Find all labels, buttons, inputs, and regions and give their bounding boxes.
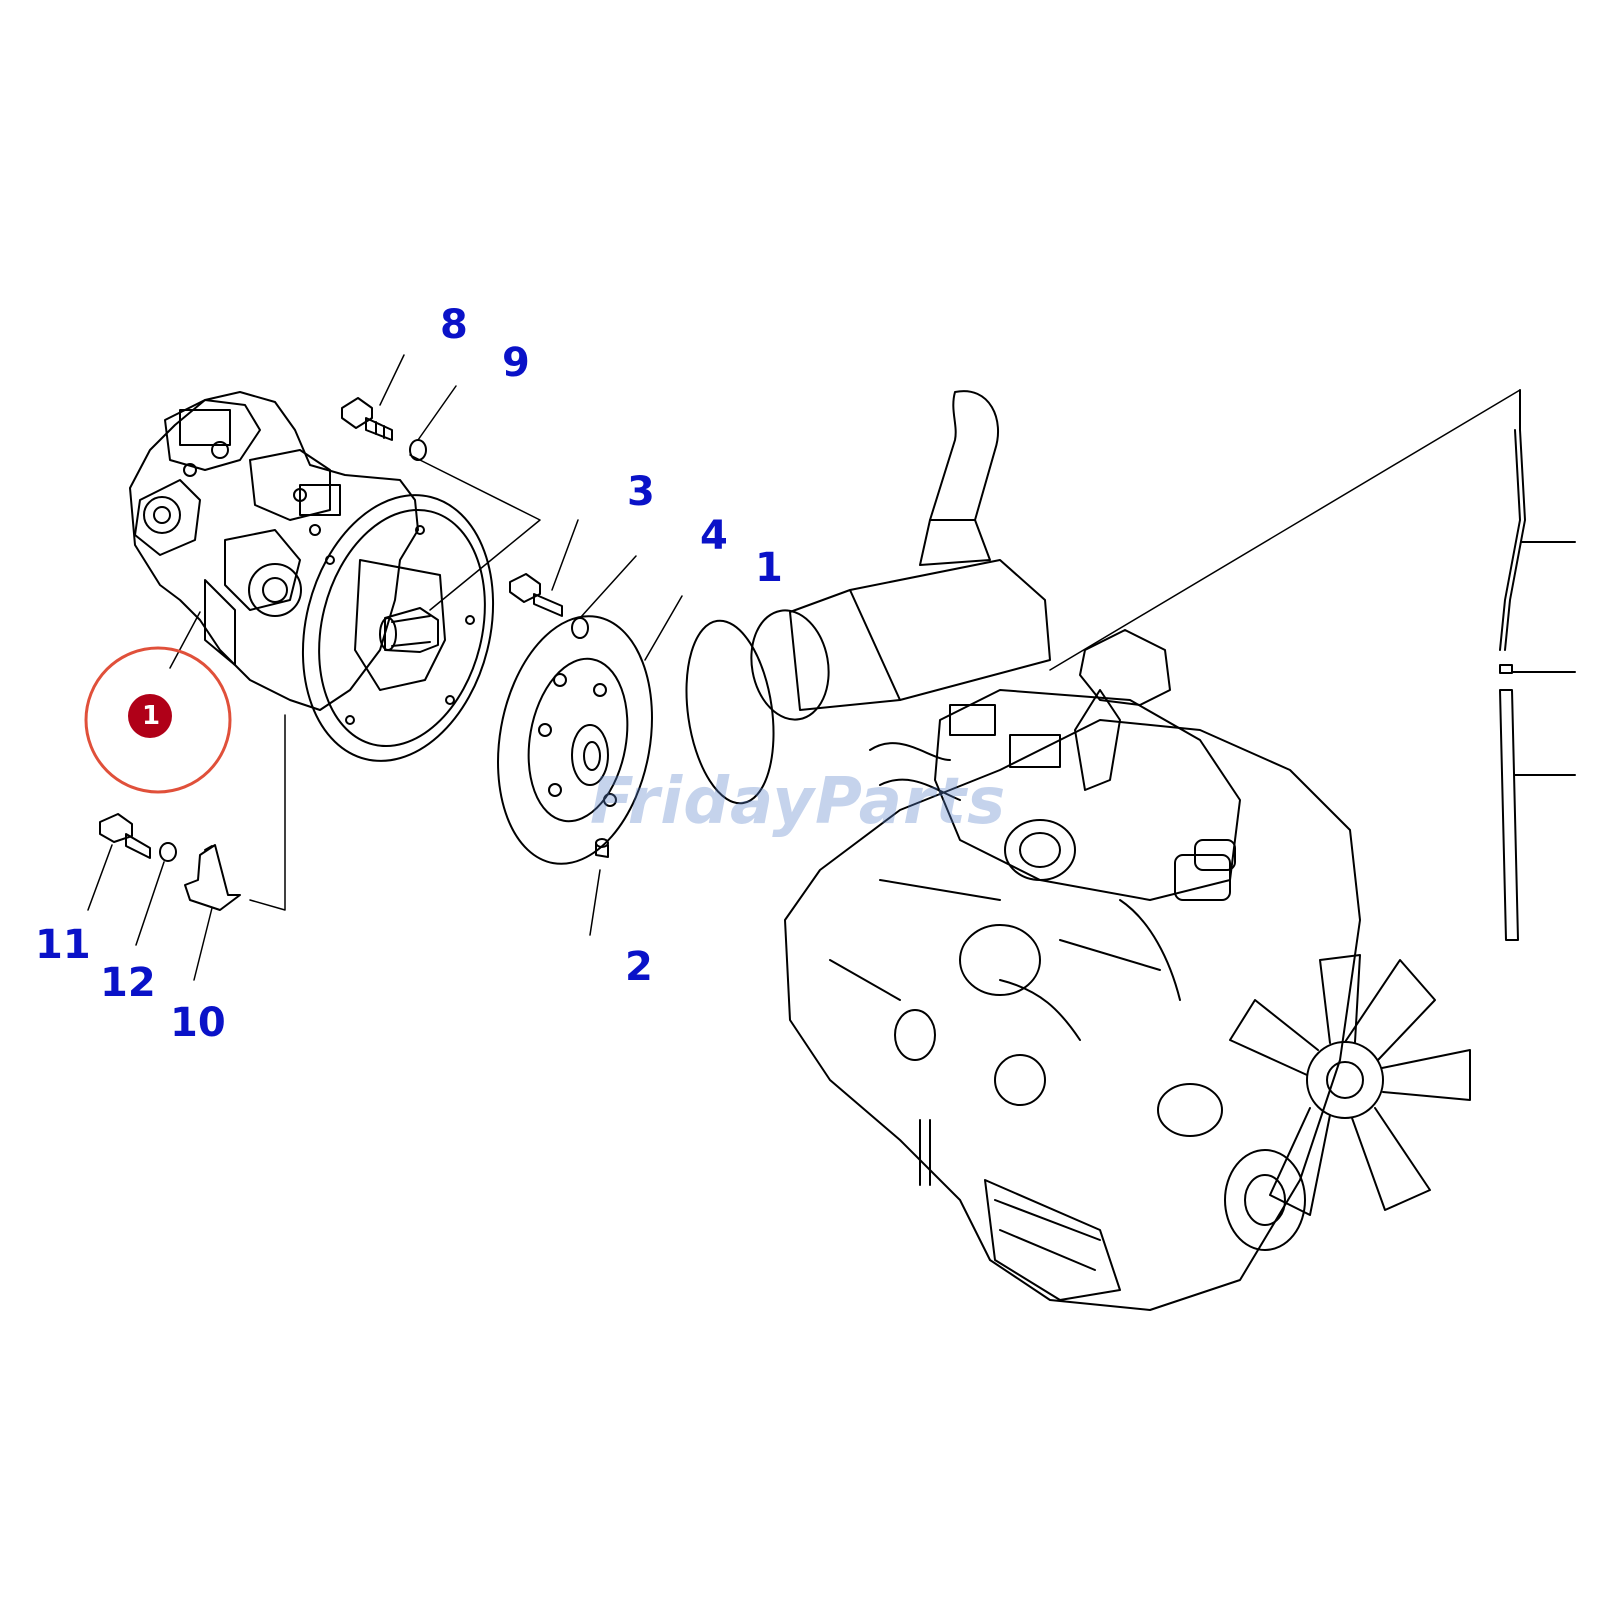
washer-4[interactable]: [571, 617, 589, 639]
callout-10[interactable]: 10: [170, 1000, 226, 1046]
cooling-fan[interactable]: [1229, 954, 1471, 1216]
bracket-10[interactable]: [184, 844, 241, 911]
dowel-pin[interactable]: [595, 838, 609, 858]
o-ring[interactable]: [676, 615, 785, 809]
bolt-8[interactable]: [341, 397, 393, 441]
leader-lines: [87, 354, 1521, 981]
bolt-11[interactable]: [99, 813, 151, 859]
dipstick[interactable]: [1499, 389, 1576, 941]
callout-12[interactable]: 12: [100, 960, 156, 1006]
watermark: FridayParts: [590, 765, 1007, 839]
callout-2[interactable]: 2: [625, 944, 653, 990]
callout-11[interactable]: 11: [35, 922, 91, 968]
callout-1[interactable]: 1: [755, 545, 783, 591]
callout-3[interactable]: 3: [627, 469, 655, 515]
washer-12[interactable]: [159, 842, 177, 862]
engine[interactable]: [743, 390, 1471, 1311]
callout-8[interactable]: 8: [440, 302, 468, 348]
flywheel-coupling[interactable]: [479, 604, 670, 876]
bolt-3[interactable]: [509, 573, 563, 617]
callout-9[interactable]: 9: [502, 340, 530, 386]
highlight-dot: [128, 694, 172, 738]
highlight-ring: [84, 646, 232, 794]
hydraulic-pump[interactable]: [129, 391, 520, 781]
callout-4[interactable]: 4: [700, 513, 728, 559]
highlight-marker-label[interactable]: 1: [142, 701, 161, 731]
